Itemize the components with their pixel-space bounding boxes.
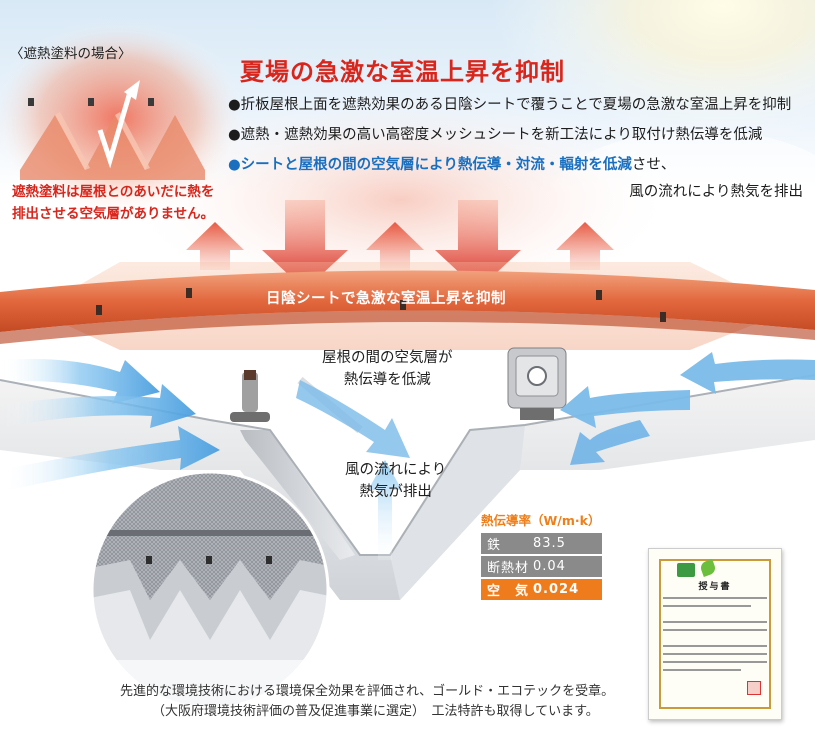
shade-sheet [0, 262, 815, 350]
table-header: 熱伝導率（W/m·k） [481, 513, 601, 528]
material-name: 断熱材 [487, 561, 530, 576]
paint-roof-illustration [20, 80, 205, 180]
certificate-text-line [663, 669, 741, 671]
certificate-text-line [663, 661, 767, 663]
wind-line-2: 熱気が排出 [359, 484, 432, 501]
certificate-text-line [663, 629, 767, 631]
table-row: 鉄 83.5 [481, 533, 602, 554]
osaka-logo [677, 563, 695, 577]
certificate-text-line [663, 605, 751, 607]
thermal-conductivity-table: 熱伝導率（W/m·k） 鉄 83.5 断熱材 0.04 空 気 0.024 [481, 510, 602, 602]
seal-stamp [747, 681, 761, 695]
air-layer-line-2: 熱伝導を低減 [343, 372, 431, 389]
certificate-text-line [663, 653, 767, 655]
table-row: 空 気 0.024 [481, 579, 602, 600]
sheet-fasteners [96, 288, 666, 322]
table-row: 断熱材 0.04 [481, 556, 602, 577]
air-layer-line-1: 屋根の間の空気層が [322, 350, 453, 366]
certificate-title: 授与書 [698, 582, 732, 592]
bullet-2: ●遮熱・遮熱効果の高い高密度メッシュシートを新工法により取付け熱伝導を低減 [228, 127, 763, 143]
footer-line-1: 先進的な環境技術における環境保全効果を評価され、ゴールド・エコテックを受章。 [120, 684, 615, 699]
paint-caption-line-2: 排出させる空気層がありません。 [12, 206, 215, 222]
bullet-1: ●折板屋根上面を遮熱効果のある日陰シートで覆うことで夏場の急激な室温上昇を抑制 [228, 97, 792, 113]
bullet-3: ●シートと屋根の間の空気層により熱伝導・対流・輻射を低減させ、 [228, 153, 675, 174]
paint-case-label: 〈遮熱塗料の場合〉 [10, 46, 132, 62]
wind-label: 風の流れにより 熱気が排出 [345, 459, 446, 504]
page-title: 夏場の急激な室温上昇を抑制 [240, 58, 565, 86]
certificate-text-line [663, 597, 767, 599]
material-value: 83.5 [533, 536, 566, 551]
material-value: 0.024 [533, 582, 580, 597]
material-name: 鉄 [487, 538, 502, 553]
certificate-border [659, 559, 771, 709]
material-name: 空 気 [487, 584, 530, 599]
award-certificate: 授与書 [648, 548, 782, 720]
bullet-3-dot: ● [228, 157, 241, 173]
certificate-text-line [663, 645, 767, 647]
material-value: 0.04 [533, 559, 566, 574]
wind-arrows [0, 352, 815, 560]
wind-line-1: 風の流れにより [345, 462, 447, 478]
bullet-3-line-2: 風の流れにより熱気を排出 [629, 184, 803, 200]
bullet-3-highlight: シートと屋根の間の空気層により熱伝導・対流・輻射を低減 [240, 157, 632, 173]
certificate-text-line [663, 621, 767, 623]
bullet-3-tail: させ、 [631, 157, 676, 173]
footer-line-2: （大阪府環境技術評価の普及促進事業に選定） 工法特許も取得しています。 [152, 704, 599, 719]
paint-caption-line-1: 遮熱塗料は屋根とのあいだに熱を [12, 184, 215, 200]
heat-rise-arrows [186, 222, 614, 270]
air-layer-label: 屋根の間の空気層が 熱伝導を低減 [322, 347, 453, 392]
shade-sheet-label: 日陰シートで急激な室温上昇を抑制 [266, 291, 506, 307]
